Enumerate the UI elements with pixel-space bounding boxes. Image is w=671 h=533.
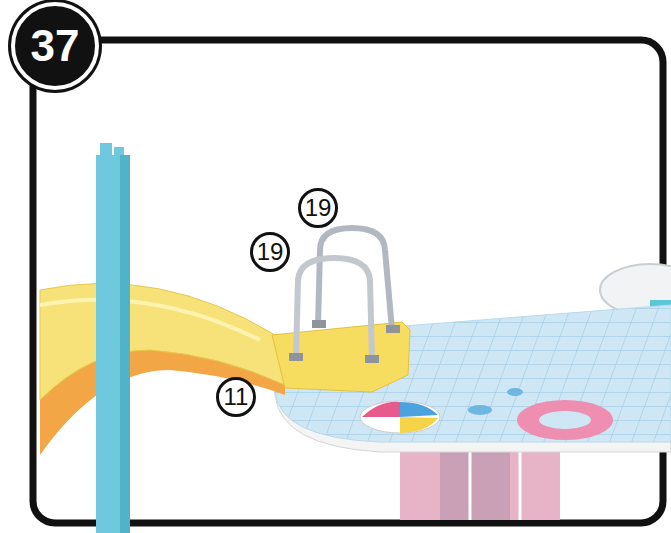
step-badge: 37 [11,2,99,90]
callout-number: 11 [224,385,249,409]
callout-circle: 11 [216,377,256,417]
callout-circle: 19 [298,188,338,228]
callout-number: 19 [305,196,332,220]
callout-number: 19 [257,240,284,264]
step-number: 37 [31,24,80,68]
callout-circle: 19 [250,232,290,272]
